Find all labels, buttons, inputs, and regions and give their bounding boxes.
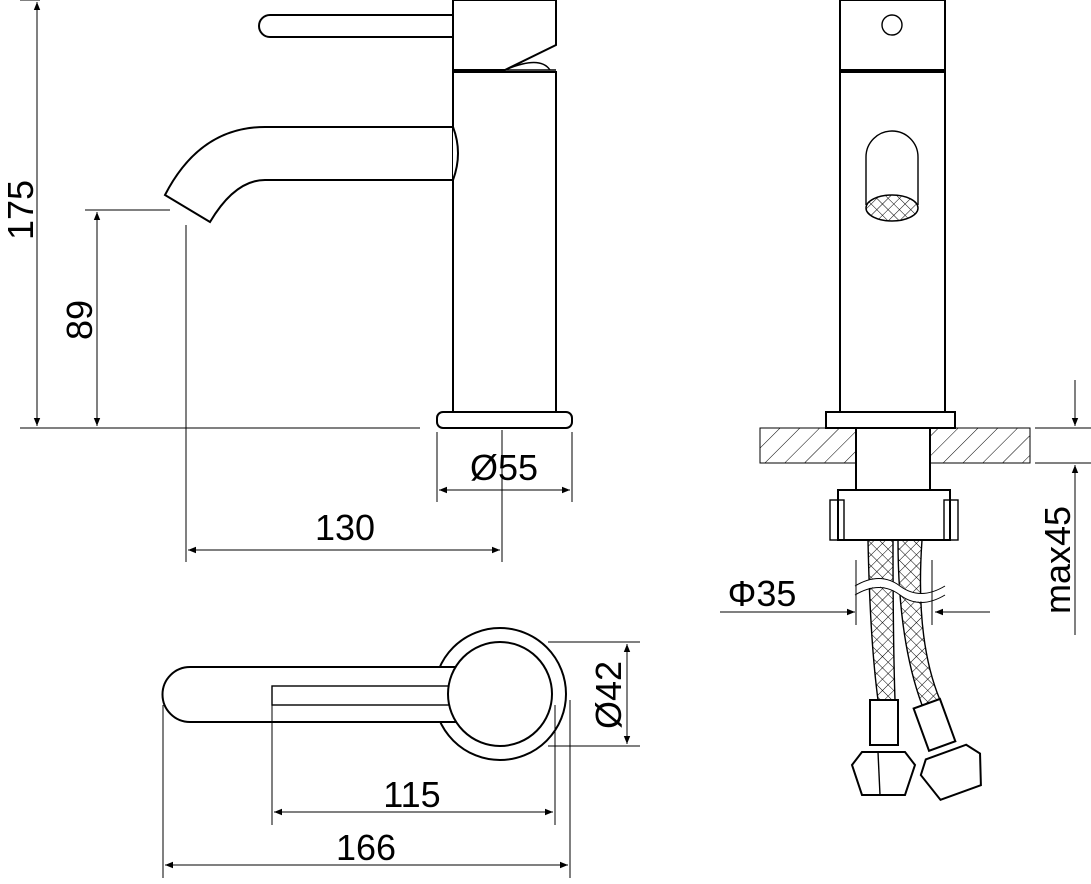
handle-cap [452,0,557,71]
label-o55: Ø55 [470,447,538,488]
faucet-body [452,71,557,413]
label-89: 89 [59,300,100,340]
label-o42: Ø42 [588,661,629,729]
front-base-plate [825,411,956,429]
base-plate [436,411,573,429]
front-view: Φ35 max45 [720,0,1091,802]
label-phi35: Φ35 [728,573,797,614]
top-view: Ø42 115 166 [161,627,640,878]
hose-nut-left [850,751,917,796]
label-max45: max45 [1037,506,1078,614]
shank [855,427,931,491]
hose-right [897,539,941,706]
front-body [839,71,946,413]
label-175: 175 [0,180,41,240]
mounting-nut [837,489,951,541]
aerator [865,194,919,222]
side-view: 175 89 Ø55 130 [0,0,573,562]
spout [163,126,459,224]
label-130: 130 [315,507,375,548]
label-115: 115 [383,774,440,815]
body-circle [447,641,553,747]
lever-handle [258,14,454,38]
lever-top [161,666,461,723]
countertop-left [759,427,857,464]
hose-left [867,539,896,701]
countertop-right [929,427,1031,464]
hose-nut-right [919,743,982,802]
label-166: 166 [336,827,396,868]
